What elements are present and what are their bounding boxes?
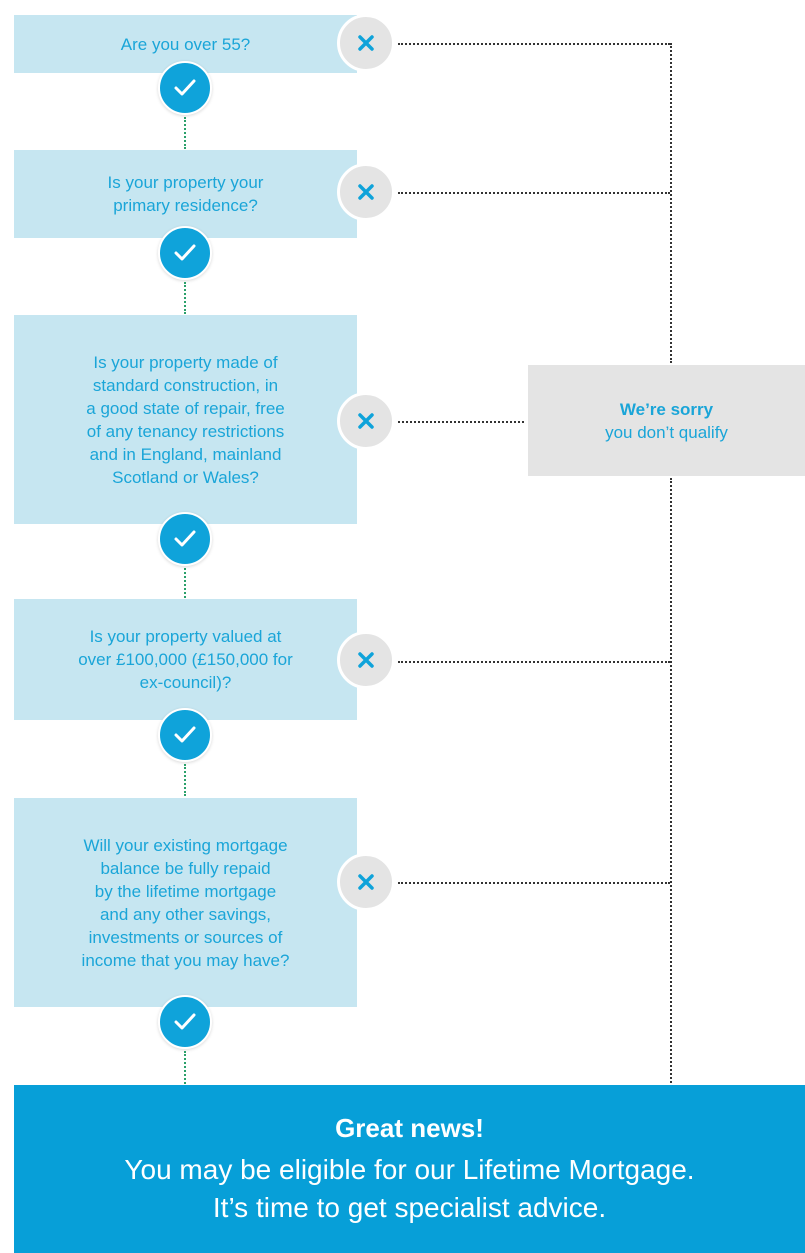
eligible-line-1: You may be eligible for our Lifetime Mor… — [124, 1154, 695, 1185]
question-5-line-2: balance be fully repaid — [100, 858, 271, 878]
question-3-line-4: of any tenancy restrictions — [86, 421, 285, 441]
no-rail-upper — [670, 43, 672, 363]
cross-icon — [337, 14, 395, 72]
not-qualify-text: you don’t qualify — [605, 422, 728, 442]
check-icon — [158, 995, 212, 1049]
question-3-line-1: Is your property made of — [93, 352, 278, 372]
question-5-line-5: investments or sources of — [88, 927, 283, 947]
question-box-2: Is your property your primary residence? — [14, 150, 357, 238]
yes-connector — [184, 282, 186, 314]
eligible-line-2: It’s time to get specialist advice. — [212, 1192, 607, 1223]
question-5-line-3: by the lifetime mortgage — [94, 881, 277, 901]
cross-icon — [337, 392, 395, 450]
question-3-line-3: a good state of repair, free — [86, 398, 285, 418]
question-1-line-1: Are you over 55? — [120, 34, 251, 54]
yes-connector — [184, 764, 186, 796]
no-connector — [398, 192, 670, 194]
question-3-line-5: and in England, mainland — [89, 444, 282, 464]
question-5-line-4: and any other savings, — [99, 904, 272, 924]
check-icon — [158, 226, 212, 280]
question-2-line-2: primary residence? — [113, 196, 258, 215]
question-3-line-2: standard construction, in — [92, 375, 279, 395]
question-3-line-6: Scotland or Wales? — [112, 467, 259, 487]
eligible-result-box: Great news! You may be eligible for our … — [14, 1085, 805, 1253]
question-5-line-1: Will your existing mortgage — [83, 835, 288, 855]
yes-connector — [184, 568, 186, 598]
question-box-3: Is your property made of standard constr… — [14, 315, 357, 524]
question-box-5: Will your existing mortgage balance be f… — [14, 798, 357, 1007]
check-icon — [158, 512, 212, 566]
question-4-line-2: over £100,000 (£150,000 for — [78, 650, 293, 669]
check-icon — [158, 61, 212, 115]
cross-icon — [337, 853, 395, 911]
yes-connector — [184, 117, 186, 149]
question-2-line-1: Is your property your — [107, 173, 264, 192]
no-connector — [398, 421, 524, 423]
not-qualify-title: We’re sorry — [619, 399, 714, 419]
no-connector — [398, 43, 670, 45]
no-connector — [398, 882, 670, 884]
question-4-line-1: Is your property valued at — [89, 627, 282, 646]
not-qualify-box: We’re sorry you don’t qualify — [528, 365, 805, 476]
question-5-line-6: income that you may have? — [81, 950, 290, 970]
question-box-4: Is your property valued at over £100,000… — [14, 599, 357, 720]
no-connector — [398, 661, 670, 663]
yes-connector — [184, 1051, 186, 1084]
check-icon — [158, 708, 212, 762]
cross-icon — [337, 631, 395, 689]
cross-icon — [337, 163, 395, 221]
eligible-title: Great news! — [335, 1113, 484, 1143]
question-4-line-3: ex-council)? — [139, 673, 232, 692]
no-rail-lower — [670, 478, 672, 1083]
